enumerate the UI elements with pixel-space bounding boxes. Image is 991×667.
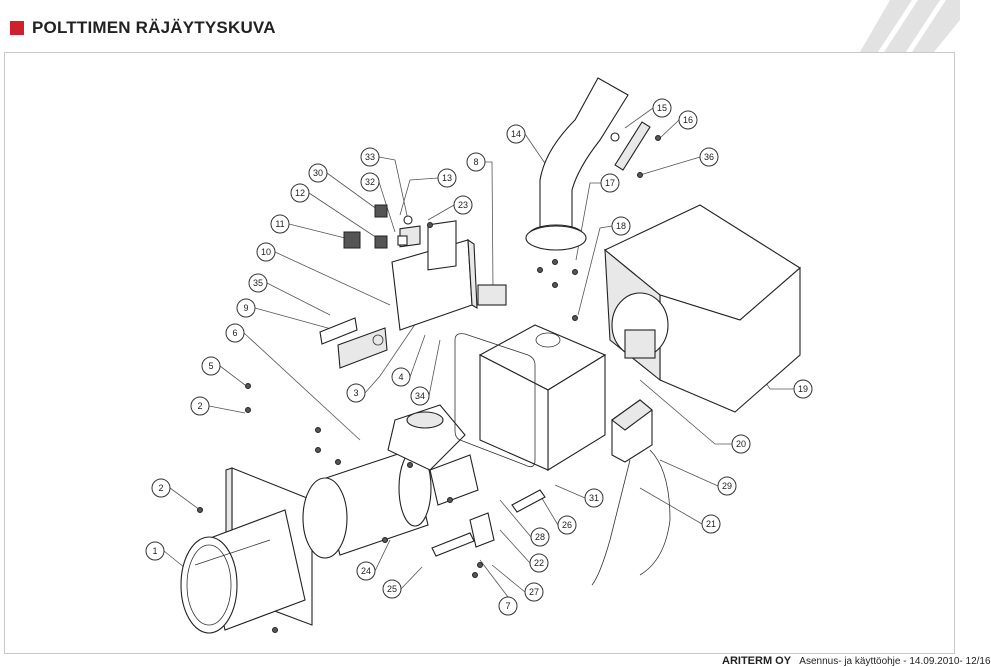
callout-36: 36 — [699, 147, 719, 167]
callout-12: 12 — [290, 183, 310, 203]
callout-label: 18 — [616, 221, 626, 231]
callout-label: 7 — [505, 601, 510, 611]
electrical-components — [343, 204, 507, 306]
callout-5: 5 — [201, 356, 221, 376]
callout-23: 23 — [453, 195, 473, 215]
callout-label: 25 — [387, 584, 397, 594]
page-footer: ARITERM OY Asennus- ja käyttöohje - 14.0… — [722, 655, 991, 667]
page-header: POLTTIMEN RÄJÄYTYSKUVA — [10, 18, 276, 38]
callout-label: 21 — [706, 519, 716, 529]
callout-2: 2 — [151, 478, 171, 498]
callout-label: 12 — [295, 188, 305, 198]
exploded-view-drawing: 1223456789101112131415161718192021222324… — [145, 77, 813, 634]
gasket-frame — [454, 333, 536, 468]
callout-32: 32 — [360, 172, 380, 192]
callout-11: 11 — [270, 214, 290, 234]
callout-16: 16 — [678, 110, 698, 130]
callout-19: 19 — [793, 379, 813, 399]
callout-label: 36 — [704, 152, 714, 162]
leader-lines — [163, 107, 794, 598]
page-title: POLTTIMEN RÄJÄYTYSKUVA — [32, 18, 276, 37]
callout-9: 9 — [236, 298, 256, 318]
callout-20: 20 — [731, 434, 751, 454]
callout-label: 30 — [313, 168, 323, 178]
ignition-rods — [431, 489, 546, 557]
callout-34: 34 — [410, 386, 430, 406]
callout-label: 35 — [253, 278, 263, 288]
callout-label: 6 — [232, 328, 237, 338]
callout-label: 16 — [683, 115, 693, 125]
callout-29: 29 — [717, 476, 737, 496]
screws — [197, 135, 661, 633]
control-box-frame — [391, 220, 478, 331]
callout-24: 24 — [356, 561, 376, 581]
callout-label: 22 — [534, 558, 544, 568]
callout-label: 1 — [152, 546, 157, 556]
callout-label: 31 — [589, 493, 599, 503]
callout-label: 2 — [197, 401, 202, 411]
junction-box — [591, 399, 671, 586]
callout-label: 19 — [798, 384, 808, 394]
callout-markers: 1223456789101112131415161718192021222324… — [145, 98, 813, 616]
callout-27: 27 — [524, 582, 544, 602]
callout-label: 29 — [722, 481, 732, 491]
callout-31: 31 — [584, 488, 604, 508]
sight-bracket — [610, 121, 651, 171]
callout-22: 22 — [529, 553, 549, 573]
callout-25: 25 — [382, 579, 402, 599]
callout-3: 3 — [346, 383, 366, 403]
callout-label: 13 — [442, 173, 452, 183]
callout-label: 3 — [353, 388, 358, 398]
callout-15: 15 — [652, 98, 672, 118]
feed-funnel — [387, 404, 479, 506]
callout-label: 2 — [158, 483, 163, 493]
feed-pipe-elbow — [525, 77, 629, 251]
drawing-frame — [4, 52, 955, 654]
callout-30: 30 — [308, 163, 328, 183]
callout-1: 1 — [145, 541, 165, 561]
callout-label: 28 — [535, 532, 545, 542]
callout-7: 7 — [498, 596, 518, 616]
callout-label: 17 — [605, 178, 615, 188]
callout-18: 18 — [611, 216, 631, 236]
callout-14: 14 — [506, 124, 526, 144]
callout-8: 8 — [466, 152, 486, 172]
callout-label: 4 — [398, 372, 403, 382]
callout-label: 23 — [458, 200, 468, 210]
callout-label: 33 — [365, 152, 375, 162]
callout-26: 26 — [557, 515, 577, 535]
control-panel — [319, 317, 388, 369]
fuel-chute-box — [478, 324, 607, 471]
callout-label: 34 — [415, 391, 425, 401]
brand-name: ARITERM OY — [722, 655, 792, 667]
callout-label: 27 — [529, 587, 539, 597]
callout-label: 10 — [261, 247, 271, 257]
callout-label: 32 — [365, 177, 375, 187]
callout-label: 9 — [243, 303, 248, 313]
callout-4: 4 — [391, 367, 411, 387]
callout-21: 21 — [701, 514, 721, 534]
callout-6: 6 — [225, 323, 245, 343]
callout-35: 35 — [248, 273, 268, 293]
red-square-icon — [10, 21, 24, 35]
callout-28: 28 — [530, 527, 550, 547]
callout-label: 24 — [361, 566, 371, 576]
callout-2: 2 — [190, 396, 210, 416]
callout-label: 5 — [208, 361, 213, 371]
callout-label: 8 — [473, 157, 478, 167]
callout-13: 13 — [437, 168, 457, 188]
callout-17: 17 — [600, 173, 620, 193]
callout-10: 10 — [256, 242, 276, 262]
fan-housing — [603, 204, 801, 413]
document-info: Asennus- ja käyttöohje - 14.09.2010- 12/… — [799, 656, 991, 667]
corner-stripes-logo — [860, 0, 960, 52]
callout-label: 20 — [736, 439, 746, 449]
combustion-cylinder — [302, 449, 432, 559]
callout-label: 11 — [275, 219, 284, 229]
burner-tube — [180, 509, 306, 634]
callout-label: 14 — [511, 129, 521, 139]
callout-label: 26 — [562, 520, 572, 530]
callout-label: 15 — [657, 103, 667, 113]
callout-33: 33 — [360, 147, 380, 167]
